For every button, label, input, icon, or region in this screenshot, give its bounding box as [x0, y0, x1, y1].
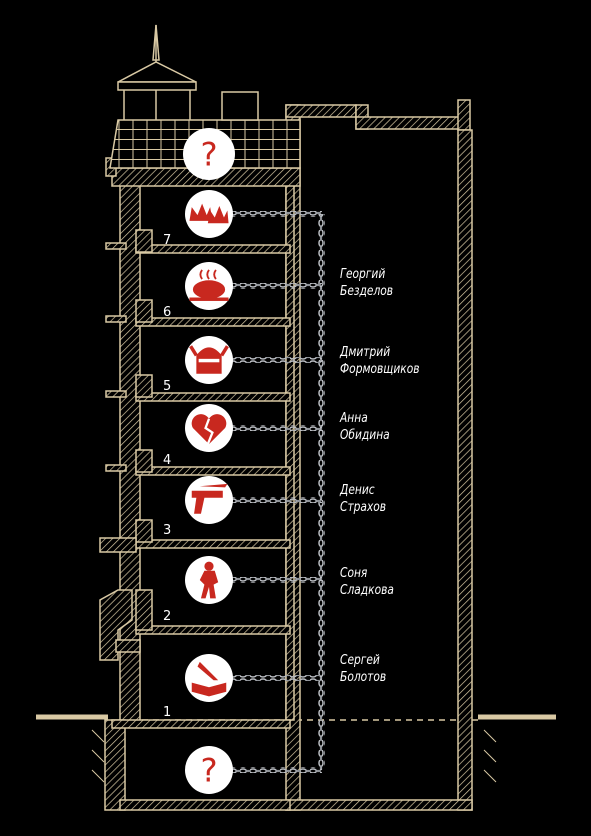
chain	[232, 211, 325, 773]
svg-text:?: ?	[200, 136, 217, 174]
floor-4-medallion	[185, 404, 233, 452]
floor-number-1: 1	[163, 705, 172, 720]
resident-first-name: Дмитрий	[340, 345, 391, 360]
resident-first-name: Соня	[340, 566, 368, 581]
question-mark-icon: ?	[200, 752, 217, 790]
resident-last-name: Обидина	[340, 428, 390, 443]
chain-link-floor-2	[232, 577, 322, 583]
resident-last-name: Сладкова	[340, 583, 394, 598]
resident-last-name: Страхов	[340, 500, 387, 515]
floor-7-medallion	[185, 190, 233, 238]
floor-2-medallion	[185, 556, 233, 604]
floor-number-7: 7	[163, 233, 172, 248]
resident-last-name: Болотов	[340, 670, 387, 685]
floor-number-4: 4	[163, 453, 172, 468]
chain-link-floor-5	[232, 357, 322, 363]
svg-text:?: ?	[200, 752, 217, 790]
floor-number-6: 6	[163, 305, 172, 320]
chain-link-floor-4	[232, 425, 322, 431]
resident-last-name: Безделов	[340, 284, 394, 299]
chain-link-floor-1	[232, 675, 322, 681]
tall-wing	[285, 99, 473, 811]
attic-medallion: ?	[183, 128, 235, 180]
chain-link-floor-3	[232, 497, 322, 503]
chain-link-floor-7	[232, 211, 322, 217]
left-wing	[99, 184, 295, 811]
pistol-knife-icon	[191, 483, 228, 514]
woman-silhouette-icon	[199, 561, 219, 599]
knight-helmet-icon	[189, 345, 229, 374]
resident-last-name: Формовщиков	[340, 362, 420, 377]
floor-number-2: 2	[163, 609, 172, 624]
chain-link-basement	[232, 767, 322, 773]
resident-first-name: Георгий	[340, 267, 386, 282]
floor-1-medallion	[185, 654, 233, 702]
chain-link-floor-6	[232, 283, 322, 289]
question-mark-icon: ?	[200, 136, 217, 174]
resident-first-name: Сергей	[340, 653, 380, 668]
resident-first-name: Денис	[340, 483, 375, 498]
book-quill-icon	[191, 661, 227, 697]
floor-number-3: 3	[163, 523, 172, 538]
roast-chicken-icon	[189, 269, 229, 301]
basement-medallion: ?	[185, 746, 233, 794]
resident-first-name: Анна	[340, 411, 368, 426]
floor-number-5: 5	[163, 379, 172, 394]
floor-6-medallion	[185, 262, 233, 310]
turret	[117, 24, 259, 121]
floor-3-medallion	[185, 476, 233, 524]
crowns-icon	[189, 203, 229, 224]
floor-5-medallion	[185, 336, 233, 384]
broken-heart-icon	[191, 414, 227, 445]
